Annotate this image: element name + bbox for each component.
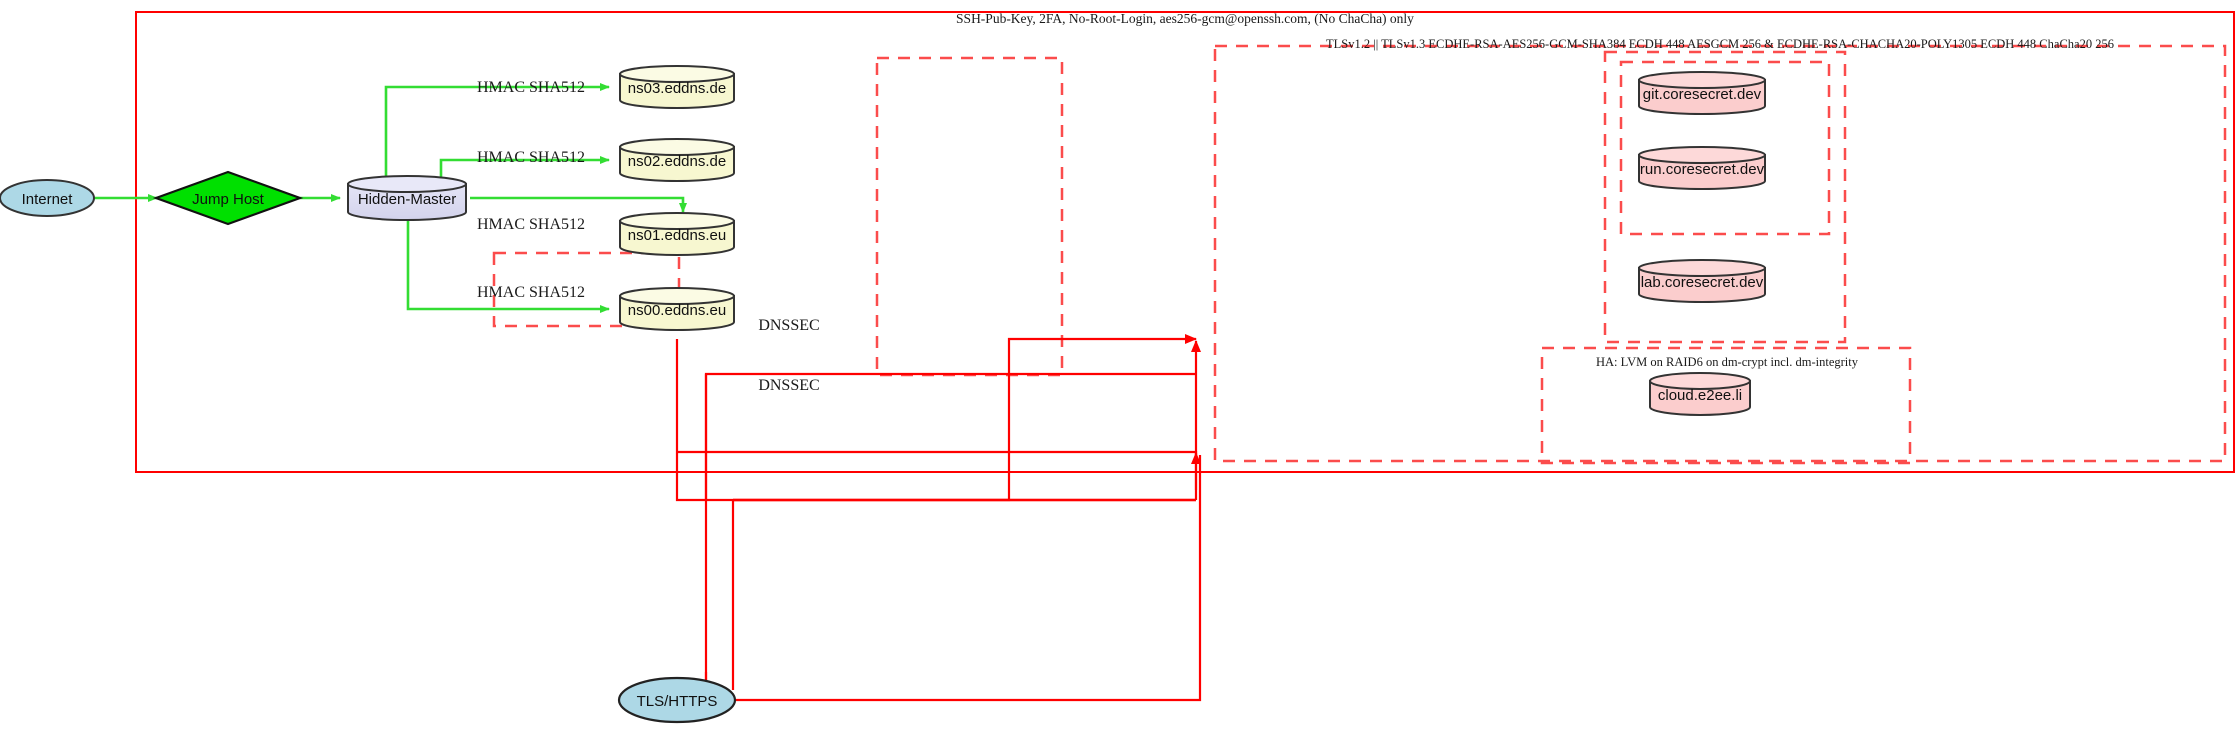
node-internet-label: Internet bbox=[22, 191, 74, 208]
node-lab-coresecret-label: lab.coresecret.dev bbox=[1641, 274, 1764, 291]
coresecret-outer-cluster-box bbox=[1603, 50, 1847, 344]
node-run-coresecret-label: run.coresecret.dev bbox=[1640, 161, 1765, 178]
node-lab-coresecret[interactable]: lab.coresecret.dev bbox=[1638, 259, 1766, 303]
edge-label-hmac-ns01: HMAC SHA512 bbox=[477, 216, 585, 233]
edge-hiddenmaster-to-ns02 bbox=[439, 156, 610, 184]
ssh-boundary-banner: SSH-Pub-Key, 2FA, No-Root-Login, aes256-… bbox=[956, 11, 1414, 26]
edge-tlshttps-out-right bbox=[733, 455, 1202, 702]
edge-label-dnssec-upper: DNSSEC bbox=[758, 317, 819, 334]
ha-cluster-box bbox=[1540, 346, 1912, 465]
edge-label-hmac-ns02: HMAC SHA512 bbox=[477, 149, 585, 166]
edge-label-hmac-ns03: HMAC SHA512 bbox=[477, 79, 585, 96]
edge-label-hmac-ns00: HMAC SHA512 bbox=[477, 284, 585, 301]
node-jump-host-label: Jump Host bbox=[192, 191, 265, 208]
coresecret-inner-cluster-box bbox=[1619, 60, 1831, 236]
node-git-coresecret-label: git.coresecret.dev bbox=[1643, 86, 1762, 103]
node-ns03[interactable]: ns03.eddns.de bbox=[619, 65, 735, 109]
node-internet[interactable]: Internet bbox=[0, 179, 95, 217]
node-git-coresecret[interactable]: git.coresecret.dev bbox=[1638, 71, 1766, 115]
node-tls-https-label: TLS/HTTPS bbox=[637, 693, 718, 710]
ha-cluster-banner: HA: LVM on RAID6 on dm-crypt incl. dm-in… bbox=[1596, 355, 1859, 369]
edge-tlshttps-to-ha bbox=[677, 450, 1198, 455]
node-ns03-label: ns03.eddns.de bbox=[628, 80, 726, 97]
node-cloud-e2ee-label: cloud.e2ee.li bbox=[1658, 387, 1742, 404]
node-ns01[interactable]: ns01.eddns.eu bbox=[619, 212, 735, 256]
node-ns01-label: ns01.eddns.eu bbox=[628, 227, 726, 244]
tls-boundary-box bbox=[1213, 44, 2227, 463]
edge-label-dnssec-lower: DNSSEC bbox=[758, 377, 819, 394]
node-cloud-e2ee[interactable]: cloud.e2ee.li bbox=[1649, 372, 1751, 416]
node-ns00-label: ns00.eddns.eu bbox=[628, 302, 726, 319]
node-run-coresecret[interactable]: run.coresecret.dev bbox=[1638, 146, 1766, 190]
node-ns00[interactable]: ns00.eddns.eu bbox=[619, 287, 735, 331]
node-tls-https[interactable]: TLS/HTTPS bbox=[617, 676, 737, 724]
edge-dnssec-upper bbox=[675, 334, 1197, 502]
node-hidden-master-label: Hidden-Master bbox=[358, 191, 456, 208]
node-jump-host[interactable]: Jump Host bbox=[152, 170, 304, 226]
tls-boundary-banner: TLSv1.2 || TLSv1.3 ECDHE-RSA-AES256-GCM-… bbox=[1326, 37, 2114, 51]
node-ns02-label: ns02.eddns.de bbox=[628, 153, 726, 170]
edge-hiddenmaster-to-ns03 bbox=[384, 83, 610, 184]
node-hidden-master[interactable]: Hidden-Master bbox=[347, 175, 467, 221]
dns-cluster-box bbox=[875, 56, 1064, 377]
ssh-boundary-box bbox=[135, 11, 2235, 473]
node-ns02[interactable]: ns02.eddns.de bbox=[619, 138, 735, 182]
edge-hiddenmaster-to-ns01 bbox=[470, 196, 687, 213]
edge-hiddenmaster-to-ns00 bbox=[406, 214, 610, 313]
